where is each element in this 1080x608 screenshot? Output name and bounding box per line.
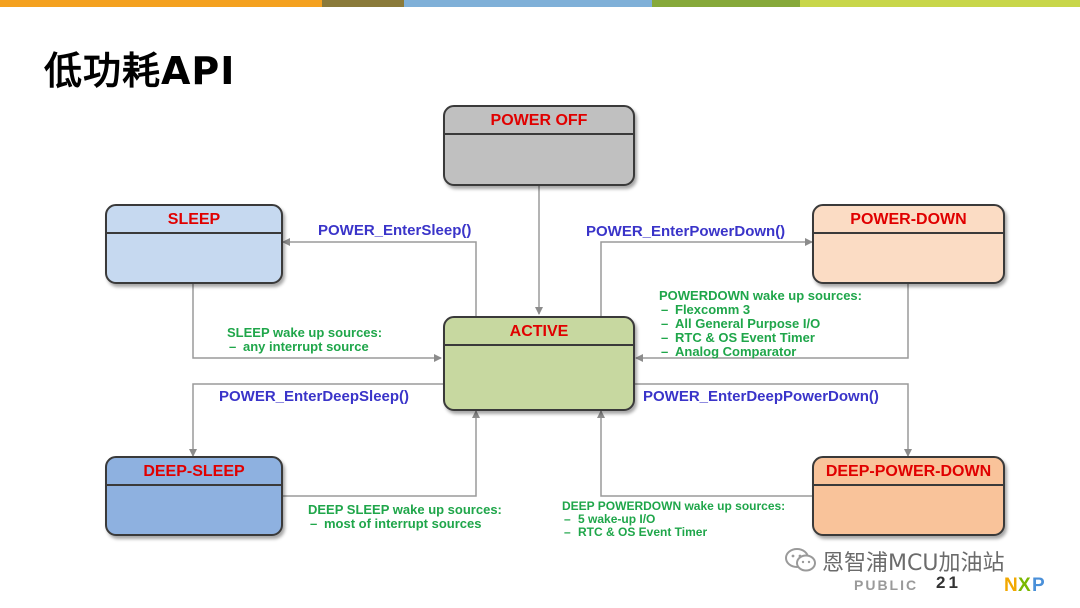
state-label: ACTIVE — [445, 318, 633, 346]
svg-text:N: N — [1004, 575, 1018, 594]
note-deep-powerdown-wake: DEEP POWERDOWN wake up sources: –5 wake-… — [562, 500, 785, 539]
note-item: –Flexcomm 3 — [661, 302, 751, 317]
note-deep-sleep-wake: DEEP SLEEP wake up sources: –most of int… — [308, 503, 502, 531]
note-sleep-wake: SLEEP wake up sources: –any interrupt so… — [227, 326, 382, 354]
state-label: DEEP-POWER-DOWN — [814, 458, 1003, 486]
note-item: –All General Purpose I/O — [661, 316, 821, 331]
svg-text:X: X — [1018, 575, 1031, 594]
bullet-dash: – — [564, 512, 571, 526]
state-label: POWER-DOWN — [814, 206, 1003, 234]
note-title: SLEEP wake up sources: — [227, 325, 383, 340]
state-label: DEEP-SLEEP — [107, 458, 281, 486]
note-item: –any interrupt source — [229, 339, 369, 354]
note-item: –RTC & OS Event Timer — [661, 330, 815, 345]
note-title: DEEP SLEEP wake up sources: — [308, 502, 502, 517]
note-item: –Analog Comparator — [661, 344, 797, 359]
note-title: DEEP POWERDOWN wake up sources: — [562, 499, 786, 513]
note-powerdown-wake: POWERDOWN wake up sources: –Flexcomm 3 –… — [659, 289, 862, 359]
state-power-off: POWER OFF — [443, 105, 635, 186]
bullet-dash: – — [310, 516, 318, 531]
wechat-icon — [785, 548, 816, 572]
state-deep-power-down: DEEP-POWER-DOWN — [812, 456, 1005, 536]
note-title: POWERDOWN wake up sources: — [659, 288, 862, 303]
top-color-bar — [0, 0, 1080, 7]
note-item: –most of interrupt sources — [310, 516, 482, 531]
state-label: SLEEP — [107, 206, 281, 234]
bullet-dash: – — [661, 344, 669, 359]
call-enter-sleep: POWER_EnterSleep() — [318, 222, 472, 239]
nxp-logo: N X P — [1004, 575, 1045, 594]
call-enter-deep-power-down: POWER_EnterDeepPowerDown() — [643, 388, 879, 405]
call-enter-power-down: POWER_EnterPowerDown() — [586, 223, 786, 240]
state-deep-sleep: DEEP-SLEEP — [105, 456, 283, 536]
watermark-text: 恩智浦MCU加油站 — [822, 551, 1005, 576]
svg-text:P: P — [1032, 575, 1045, 594]
state-power-down: POWER-DOWN — [812, 204, 1005, 284]
call-enter-deep-sleep: POWER_EnterDeepSleep() — [219, 388, 410, 405]
state-label: POWER OFF — [445, 107, 633, 135]
bullet-dash: – — [564, 525, 571, 539]
page-number: 21 — [936, 573, 961, 592]
state-active: ACTIVE — [443, 316, 635, 411]
note-item: –RTC & OS Event Timer — [564, 525, 708, 539]
page-title: 低功耗API — [44, 49, 236, 93]
bullet-dash: – — [661, 330, 669, 345]
footer-public: PUBLIC — [854, 577, 919, 593]
state-sleep: SLEEP — [105, 204, 283, 284]
note-item: –5 wake-up I/O — [564, 512, 656, 526]
bullet-dash: – — [229, 339, 237, 354]
bullet-dash: – — [661, 302, 669, 317]
bullet-dash: – — [661, 316, 669, 331]
